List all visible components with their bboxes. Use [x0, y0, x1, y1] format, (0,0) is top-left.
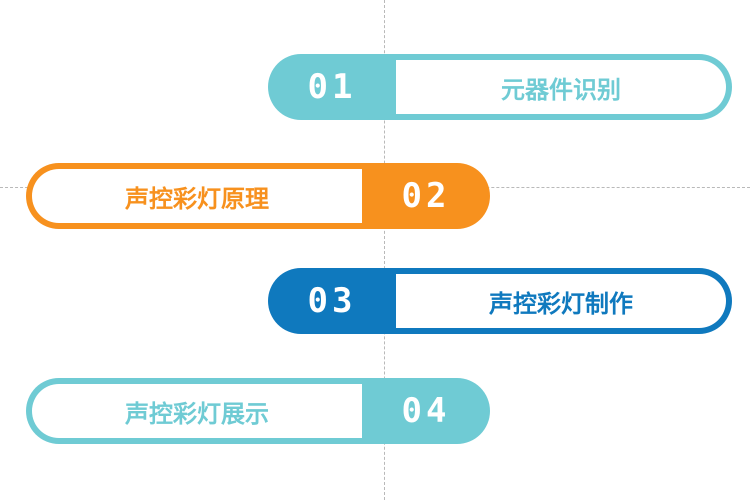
toc-item-label: 声控彩灯制作	[396, 268, 732, 334]
toc-item-1[interactable]: 01 元器件识别	[268, 54, 732, 120]
toc-item-number: 03	[268, 268, 396, 334]
toc-item-number: 01	[268, 54, 396, 120]
toc-item-label: 声控彩灯展示	[26, 378, 362, 444]
toc-item-number: 04	[362, 378, 490, 444]
toc-item-2[interactable]: 声控彩灯原理 02	[26, 163, 490, 229]
toc-item-number: 02	[362, 163, 490, 229]
toc-item-label: 元器件识别	[396, 54, 732, 120]
toc-item-4[interactable]: 声控彩灯展示 04	[26, 378, 490, 444]
vertical-guide-line	[384, 0, 385, 500]
toc-item-3[interactable]: 03 声控彩灯制作	[268, 268, 732, 334]
toc-item-label: 声控彩灯原理	[26, 163, 362, 229]
